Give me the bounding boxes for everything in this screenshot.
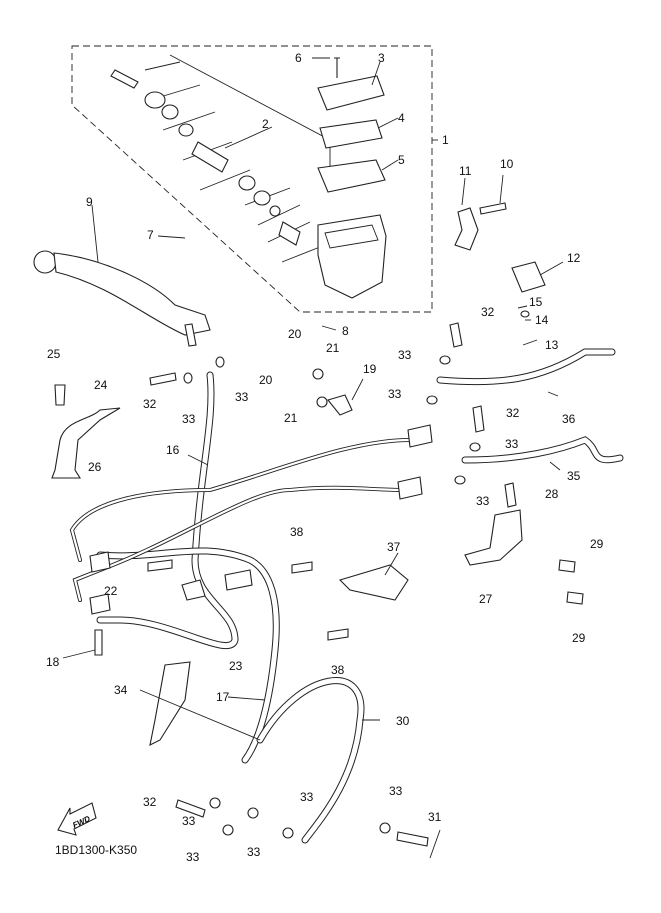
callout-9: 9 [86,195,93,209]
callout-32a: 32 [143,795,157,809]
callout-32b: 32 [143,397,157,411]
callout-33f: 33 [235,390,249,404]
callout-33h: 33 [186,850,200,864]
callout-26: 26 [88,460,102,474]
callout-12: 12 [567,251,581,265]
callout-33k: 33 [389,784,403,798]
piston-kit [110,69,301,246]
callout-23: 23 [229,659,243,673]
callout-21b: 21 [284,411,298,425]
callout-20b: 20 [259,373,273,387]
callout-33a: 33 [398,348,412,362]
fwd-arrow-icon: FWD [57,802,97,836]
callout-33c: 33 [505,437,519,451]
callout-22: 22 [104,584,118,598]
joint-blocks [89,424,433,615]
callout-14: 14 [535,313,549,327]
callout-33j: 33 [300,790,314,804]
callout-4: 4 [398,111,405,125]
callout-11: 11 [459,164,472,178]
bracket-24 [51,407,121,479]
callout-35: 35 [567,469,581,483]
callout-17: 17 [216,690,230,704]
callout-8: 8 [342,324,349,338]
callout-34: 34 [114,683,128,697]
callout-32c: 32 [481,305,495,319]
callout-19: 19 [363,362,377,376]
bracket-34 [149,661,191,746]
brake-pipes [69,438,412,602]
reservoir-cap [317,57,386,193]
callout-16: 16 [166,443,180,457]
callout-36: 36 [562,412,576,426]
callout-28: 28 [545,487,559,501]
callout-33b: 33 [388,387,402,401]
callout-33g: 33 [182,814,196,828]
callout-15: 15 [529,295,543,309]
brake-lever [33,250,211,336]
callout-18: 18 [46,655,60,669]
callout-27: 27 [479,592,493,606]
callout-29a: 29 [590,537,604,551]
callout-29b: 29 [572,631,586,645]
master-cylinder-body [317,214,387,299]
callout-6: 6 [295,51,302,65]
callout-20a: 20 [288,327,302,341]
brake-switch [511,261,546,293]
callout-1: 1 [442,133,449,147]
callout-24: 24 [94,378,108,392]
callout-5: 5 [398,153,405,167]
callout-7: 7 [147,228,154,242]
callout-13: 13 [545,338,559,352]
callout-38b: 38 [331,663,345,677]
leader-lines [62,57,564,859]
diagram-code: 1BD1300-K350 [55,843,138,857]
callout-30: 30 [396,714,410,728]
kit-leader [144,54,331,263]
bracket-19 [327,394,353,416]
brake-hoses [96,348,624,844]
callout-38a: 38 [290,525,304,539]
callout-32d: 32 [506,406,520,420]
callout-37: 37 [387,540,401,554]
callout-25: 25 [47,347,61,361]
callout-2: 2 [262,117,269,131]
callout-10: 10 [500,157,514,171]
bracket-37 [338,564,409,601]
callout-33i: 33 [247,845,261,859]
assembly-boundary [71,45,433,313]
callout-3: 3 [378,51,385,65]
callout-21a: 21 [326,341,340,355]
callout-31: 31 [428,810,442,824]
callout-33e: 33 [182,412,196,426]
washers [183,310,530,839]
callout-33d: 33 [476,494,490,508]
handlebar-clamp [454,207,479,251]
bracket-27 [464,509,523,566]
bolts [54,202,584,847]
